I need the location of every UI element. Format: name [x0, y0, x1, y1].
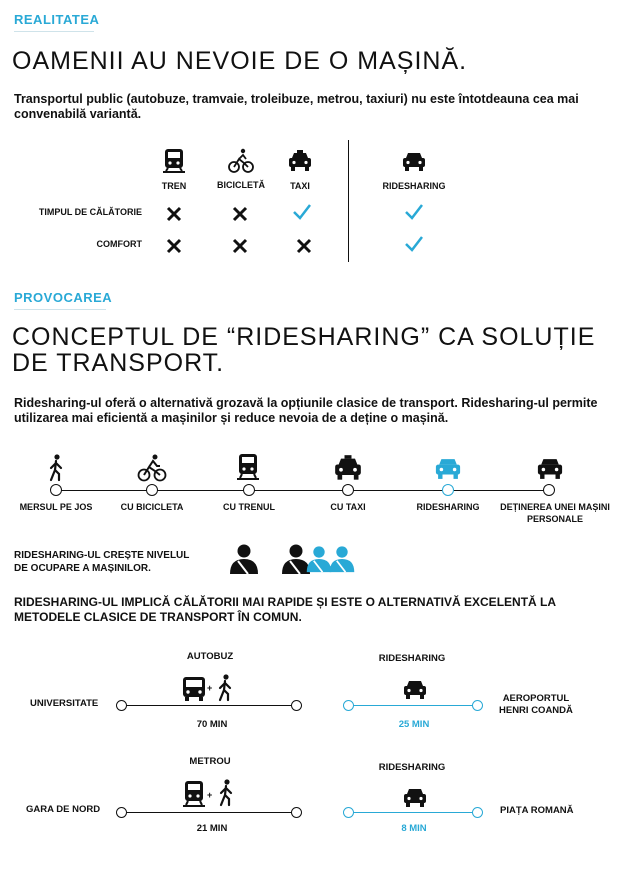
timeline-node: [146, 484, 158, 496]
plus-sign: +: [207, 683, 213, 693]
faster-text: RIDESHARING-UL IMPLICĂ CĂLĂTORII MAI RAP…: [14, 595, 614, 625]
comparison-table: TREN BICICLETĂ TAXI RIDESHARING TIMPUL D…: [0, 140, 620, 270]
timeline-node: [243, 484, 255, 496]
rideshare-mode-label: RIDESHARING: [378, 653, 446, 664]
timeline-node-highlight: [442, 484, 454, 496]
column-label-train: TREN: [161, 181, 187, 191]
section-kicker: PROVOCAREA: [14, 290, 113, 305]
column-label-ridesharing: RIDESHARING: [382, 181, 446, 191]
timeline-label-bicycle: CU BICICLETA: [120, 502, 184, 512]
train-icon: [237, 454, 259, 480]
kicker-underline: [14, 31, 94, 32]
plus-sign: +: [207, 790, 213, 800]
public-route-line: [121, 705, 297, 707]
timeline-label-own-car: DEȚINEREA UNEI MAȘINI PERSONALE: [500, 502, 610, 524]
route-node: [116, 700, 127, 711]
timeline-node: [50, 484, 62, 496]
destination-line1: AEROPORTUL: [502, 693, 570, 704]
column-label-bicycle: BICICLETĂ: [217, 180, 265, 190]
taxi-icon: [289, 150, 311, 171]
row-label-comfort: COMFORT: [96, 239, 143, 249]
rideshare-route-line: [349, 705, 476, 707]
page-title: OAMENII AU NEVOIE DE O MAȘINĂ.: [12, 47, 468, 75]
column-divider: [348, 140, 349, 262]
public-route-line: [121, 812, 297, 814]
cross-icon: [166, 238, 182, 254]
cross-icon: [296, 238, 312, 254]
public-mode-label: METROU: [189, 756, 231, 767]
train-icon: [163, 149, 185, 173]
occupancy-line1: RIDESHARING-UL CREȘTE NIVELUL: [14, 550, 190, 561]
route-node: [343, 807, 354, 818]
route-comparison-1: AUTOBUZ RIDESHARING UNIVERSITATE + 70 MI…: [0, 645, 620, 735]
timeline-label-ridesharing: RIDESHARING: [416, 502, 480, 512]
route-node: [291, 807, 302, 818]
cross-icon: [232, 206, 248, 222]
section-title-line1: CONCEPTUL DE “RIDESHARING” CA SOLUȚIE: [12, 323, 596, 351]
faster-line2: METODELE CLASICE DE TRANSPORT ÎN COMUN.: [14, 610, 302, 624]
car-icon: [403, 153, 425, 171]
destination-line2: HENRI COANDĂ: [499, 705, 573, 716]
timeline-node: [543, 484, 555, 496]
walking-icon: [49, 454, 63, 482]
check-icon: [293, 204, 311, 220]
passenger-icon: [306, 546, 332, 573]
origin-label: GARA DE NORD: [26, 804, 101, 815]
cross-icon: [166, 206, 182, 222]
passenger-icon: [329, 546, 355, 573]
public-time: 21 MIN: [196, 823, 228, 834]
route-node: [291, 700, 302, 711]
route-comparison-2: METROU RIDESHARING GARA DE NORD + 21 MIN…: [0, 750, 620, 840]
timeline-label-train: CU TRENUL: [223, 502, 275, 512]
person-icon: [230, 544, 258, 575]
taxi-icon: [335, 455, 361, 480]
rideshare-route-line: [349, 812, 476, 814]
public-mode-label: AUTOBUZ: [186, 651, 234, 662]
transport-timeline: MERSUL PE JOS CU BICICLETA CU TRENUL CU …: [0, 450, 620, 530]
car-icon: [404, 681, 426, 699]
bicycle-icon: [228, 148, 254, 173]
rideshare-mode-label: RIDESHARING: [378, 762, 446, 773]
section-kicker: REALITATEA: [14, 12, 100, 27]
destination-label: PIAȚA ROMANĂ: [500, 805, 574, 816]
car-icon: [404, 789, 426, 807]
faster-line1: RIDESHARING-UL IMPLICĂ CĂLĂTORII MAI RAP…: [14, 595, 557, 609]
rideshare-time: 25 MIN: [398, 719, 430, 730]
route-node: [472, 700, 483, 711]
public-time: 70 MIN: [196, 719, 228, 730]
person-icon: [282, 544, 310, 575]
section-lead: Ridesharing-ul oferă o alternativă groza…: [14, 396, 598, 425]
section-title-line2: DE TRANSPORT.: [12, 349, 225, 377]
occupancy-text: RIDESHARING-UL CREȘTE NIVELUL DE OCUPARE…: [14, 549, 189, 575]
car-icon: [435, 459, 461, 479]
route-node: [472, 807, 483, 818]
row-label-travel-time: TIMPUL DE CĂLĂTORIE: [38, 207, 142, 217]
timeline-label-walking: MERSUL PE JOS: [19, 502, 93, 512]
bus-icon: [183, 677, 205, 701]
section-lead: Transportul public (autobuze, tramvaie, …: [14, 92, 579, 121]
check-icon: [405, 204, 423, 220]
route-node: [343, 700, 354, 711]
route-node: [116, 807, 127, 818]
walking-icon: [219, 779, 233, 807]
walking-icon: [218, 674, 232, 702]
rideshare-time: 8 MIN: [401, 823, 427, 834]
kicker-underline: [14, 309, 106, 310]
car-icon: [537, 459, 563, 479]
cross-icon: [232, 238, 248, 254]
timeline-node: [342, 484, 354, 496]
timeline-line: [56, 490, 550, 491]
destination-label: AEROPORTUL HENRI COANDĂ: [499, 693, 573, 717]
occupancy-line2: DE OCUPARE A MAȘINILOR.: [14, 563, 151, 574]
train-icon: [183, 781, 205, 807]
column-label-taxi: TAXI: [290, 181, 310, 191]
origin-label: UNIVERSITATE: [30, 698, 99, 709]
timeline-label-taxi: CU TAXI: [330, 502, 366, 512]
check-icon: [405, 236, 423, 252]
cyclist-icon: [137, 454, 167, 482]
